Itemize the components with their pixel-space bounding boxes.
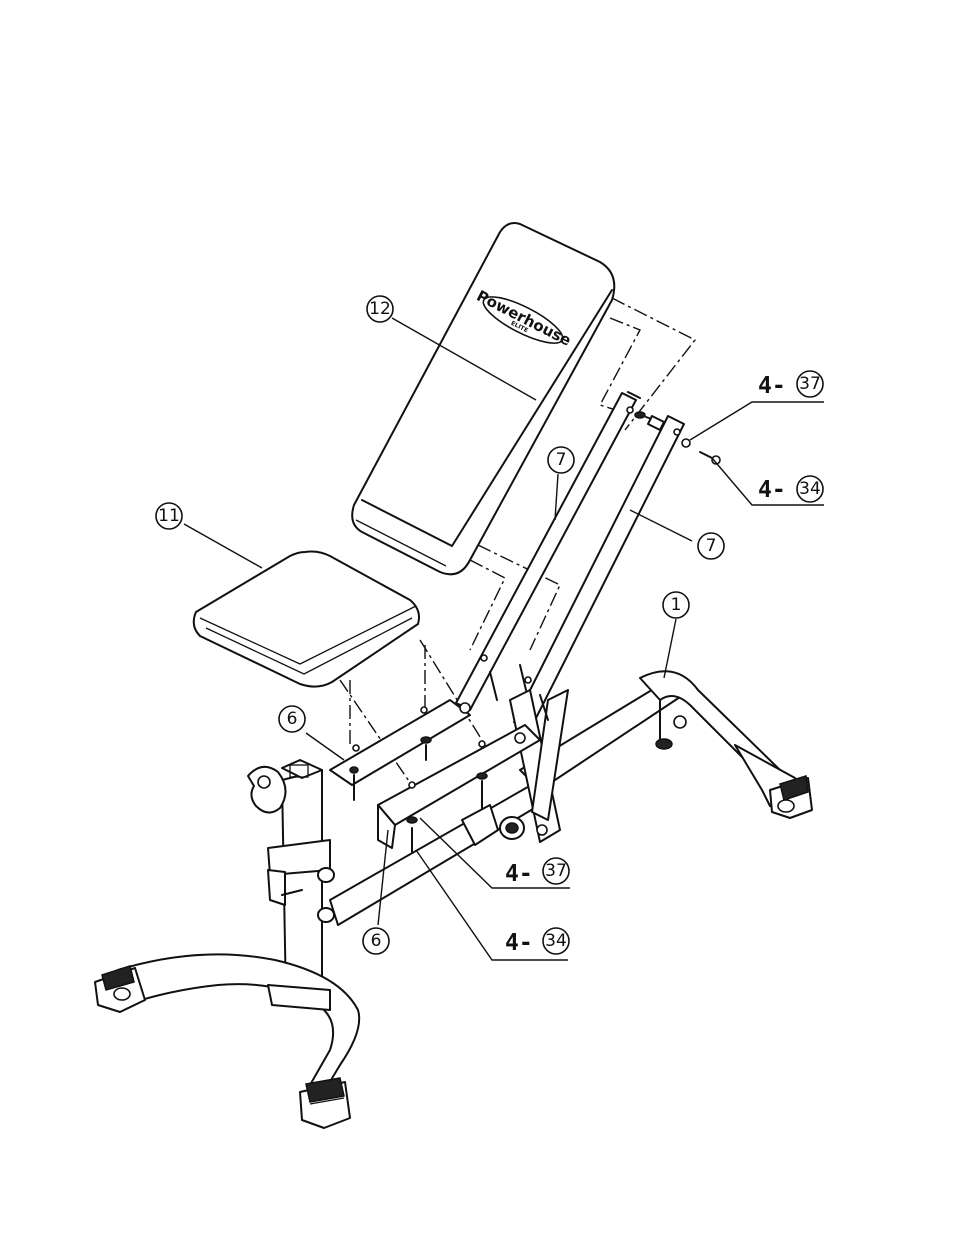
- callout-11-label: 11: [158, 506, 180, 526]
- callout-7-upper: 7: [548, 447, 574, 473]
- callout-7-right-label: 7: [706, 536, 717, 556]
- front-base: [95, 954, 359, 1128]
- qty-bottom-34-number: 34: [545, 931, 567, 951]
- callout-7-upper-label: 7: [556, 450, 567, 470]
- callout-1: 1: [663, 592, 689, 618]
- qty-top-34-prefix: 4-: [758, 477, 786, 503]
- callout-12: 12: [367, 296, 393, 322]
- qty-bottom-37-prefix: 4-: [505, 861, 533, 887]
- callout-11: 11: [156, 503, 182, 529]
- qty-callout-bottom-34: 4- 34: [505, 928, 569, 956]
- qty-top-37-number: 37: [799, 374, 821, 394]
- callout-7-right: 7: [698, 533, 724, 559]
- callout-1-label: 1: [671, 595, 682, 615]
- seat-pad: [194, 552, 419, 687]
- callout-12-label: 12: [369, 299, 391, 319]
- backrest-pad: Powerhouse ELITE: [352, 223, 614, 574]
- callout-6-upper: 6: [279, 706, 305, 732]
- callout-6-upper-label: 6: [287, 709, 298, 729]
- qty-callout-top-34: 4- 34: [758, 476, 823, 503]
- qty-callout-bottom-37: 4- 37: [505, 858, 569, 887]
- qty-top-34-number: 34: [799, 479, 821, 499]
- callout-6-lower: 6: [363, 928, 389, 954]
- qty-bottom-34-prefix: 4-: [505, 930, 533, 956]
- qty-top-37-prefix: 4-: [758, 373, 786, 399]
- qty-bottom-37-number: 37: [545, 861, 567, 881]
- qty-callout-top-37: 4- 37: [758, 371, 823, 399]
- callout-6-lower-label: 6: [371, 931, 382, 951]
